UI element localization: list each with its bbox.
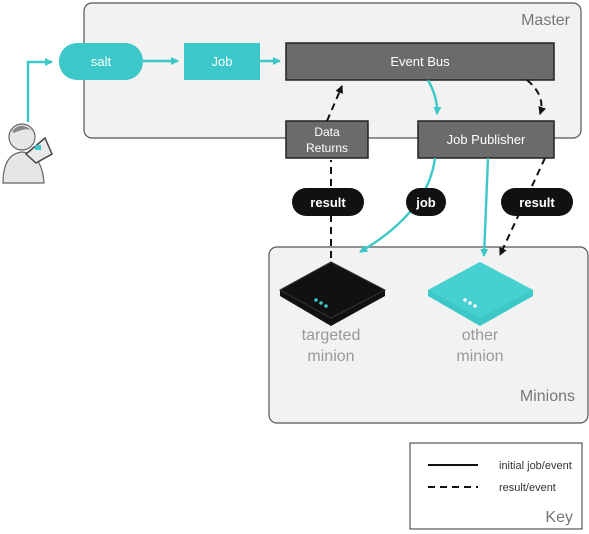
result-pill-right: result xyxy=(501,188,573,216)
other-minion-label-line1: other xyxy=(462,327,499,344)
data-returns-node[interactable]: Data Returns xyxy=(285,120,369,159)
result-pill-left: result xyxy=(292,188,364,216)
key-label: Key xyxy=(545,509,573,526)
key-panel: initial job/event result/event Key xyxy=(409,442,583,530)
job-publisher-node[interactable]: Job Publisher xyxy=(417,120,555,159)
data-returns-label-line1: Data xyxy=(314,125,340,139)
targeted-minion-label-line1: targeted xyxy=(302,327,361,344)
arrow-user-to-salt xyxy=(26,58,53,122)
job-label: Job xyxy=(212,54,233,69)
targeted-minion-label-line2: minion xyxy=(307,348,354,365)
other-minion-server-icon xyxy=(428,262,533,326)
job-node[interactable]: Job xyxy=(184,43,260,80)
event-bus-label: Event Bus xyxy=(390,54,450,69)
salt-node[interactable]: salt xyxy=(59,43,143,80)
arrow-data-returns-to-event-bus xyxy=(326,85,343,122)
result-pill-right-label: result xyxy=(519,195,555,210)
minions-label: Minions xyxy=(520,388,575,405)
arrow-job-publisher-to-other xyxy=(480,157,490,257)
result-pill-left-label: result xyxy=(310,195,346,210)
arrow-event-bus-to-job-publisher-dashed xyxy=(526,79,547,115)
legend-dashed-label: result/event xyxy=(499,482,556,494)
data-returns-label-line2: Returns xyxy=(306,141,348,155)
arrow-event-bus-to-job-publisher xyxy=(426,79,442,115)
salt-label: salt xyxy=(91,54,112,69)
legend-solid-label: initial job/event xyxy=(499,460,572,472)
master-label: Master xyxy=(521,12,571,29)
job-pill-label: job xyxy=(415,195,436,210)
job-publisher-label: Job Publisher xyxy=(447,132,526,147)
job-pill: job xyxy=(406,188,446,216)
event-bus-node[interactable]: Event Bus xyxy=(285,42,555,81)
user-laptop-icon xyxy=(2,123,53,184)
targeted-minion-server-icon xyxy=(278,261,387,326)
other-minion-label-line2: minion xyxy=(456,348,503,365)
